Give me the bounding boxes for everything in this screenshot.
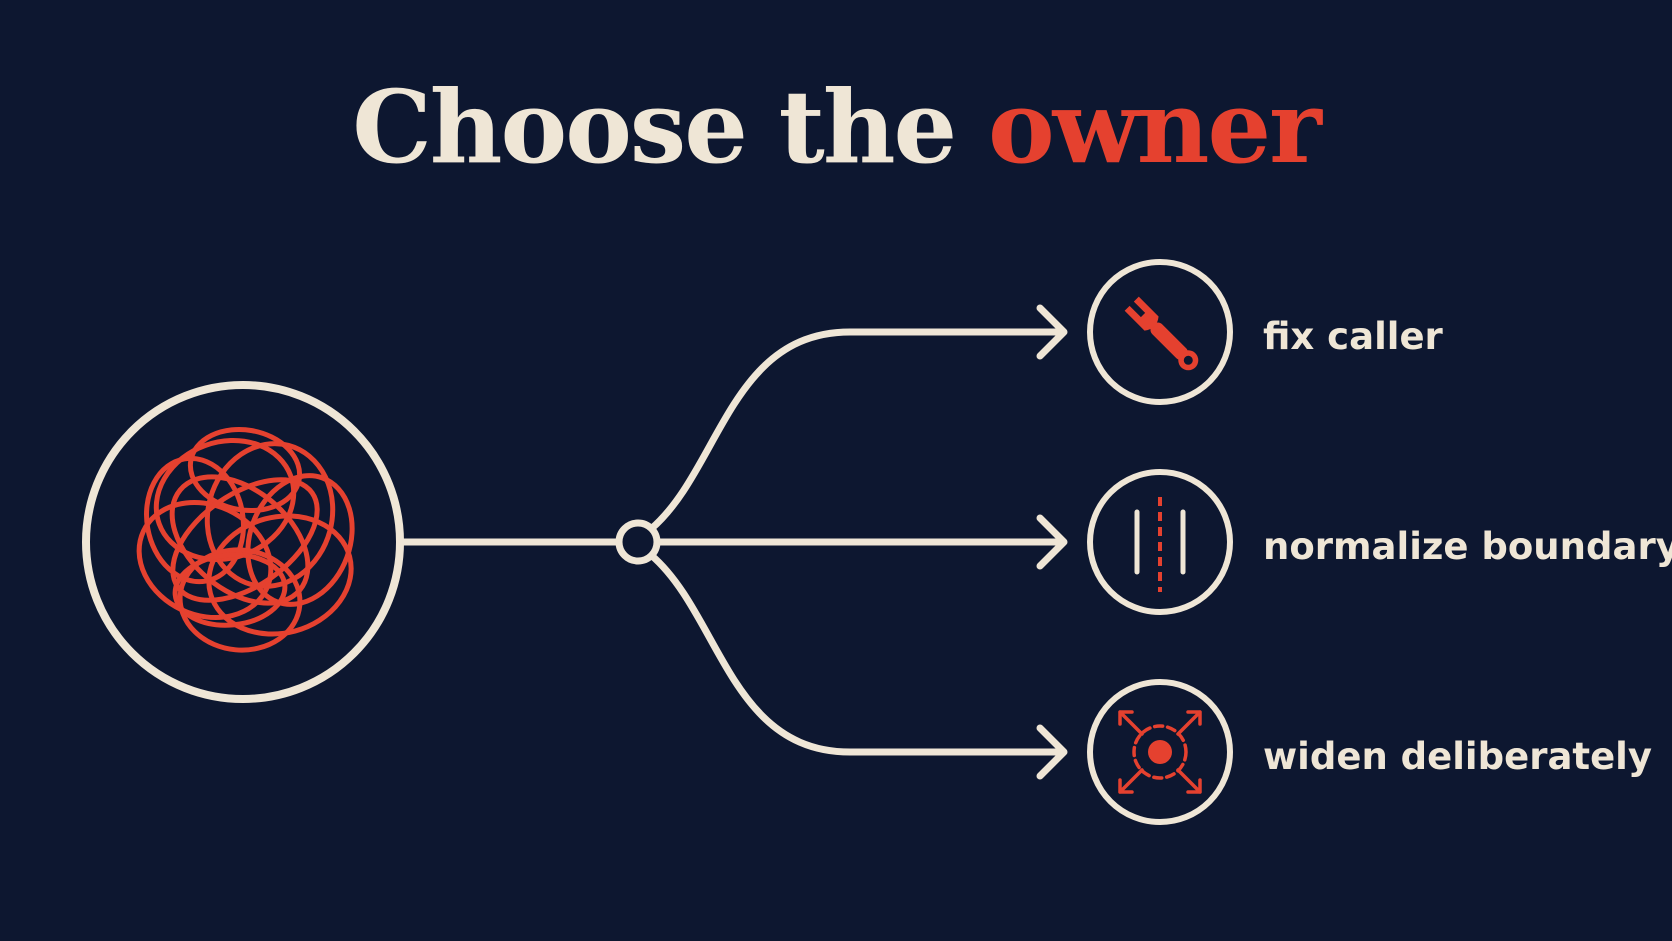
option-label-normalize-boundary: normalize boundary xyxy=(1263,525,1672,568)
option-circle xyxy=(1087,679,1233,825)
option-fix-caller-node xyxy=(1087,259,1233,405)
page-title: Choose the owner xyxy=(0,68,1672,186)
title-accent: owner xyxy=(987,68,1322,186)
title-main: Choose the xyxy=(352,68,957,186)
option-widen-deliberately-node xyxy=(1087,679,1233,825)
wrench-icon xyxy=(1124,296,1199,371)
arrowhead-bottom xyxy=(1036,724,1068,780)
option-circle xyxy=(1087,259,1233,405)
tangled-loops-icon xyxy=(136,426,355,653)
arrowhead-top xyxy=(1036,304,1068,360)
option-normalize-boundary-node xyxy=(1087,469,1233,615)
junction-node xyxy=(615,519,661,565)
expand-arrows-icon xyxy=(1118,710,1202,794)
arrowhead-middle xyxy=(1036,514,1068,570)
branch-top xyxy=(647,328,1066,533)
option-label-fix-caller: fix caller xyxy=(1263,315,1443,358)
option-label-widen-deliberately: widen deliberately xyxy=(1263,735,1652,778)
branch-lines xyxy=(396,304,1068,780)
branch-bottom xyxy=(647,551,1066,756)
option-circle xyxy=(1087,469,1233,615)
boundary-lines-icon xyxy=(1134,497,1186,592)
source-node xyxy=(82,381,404,703)
